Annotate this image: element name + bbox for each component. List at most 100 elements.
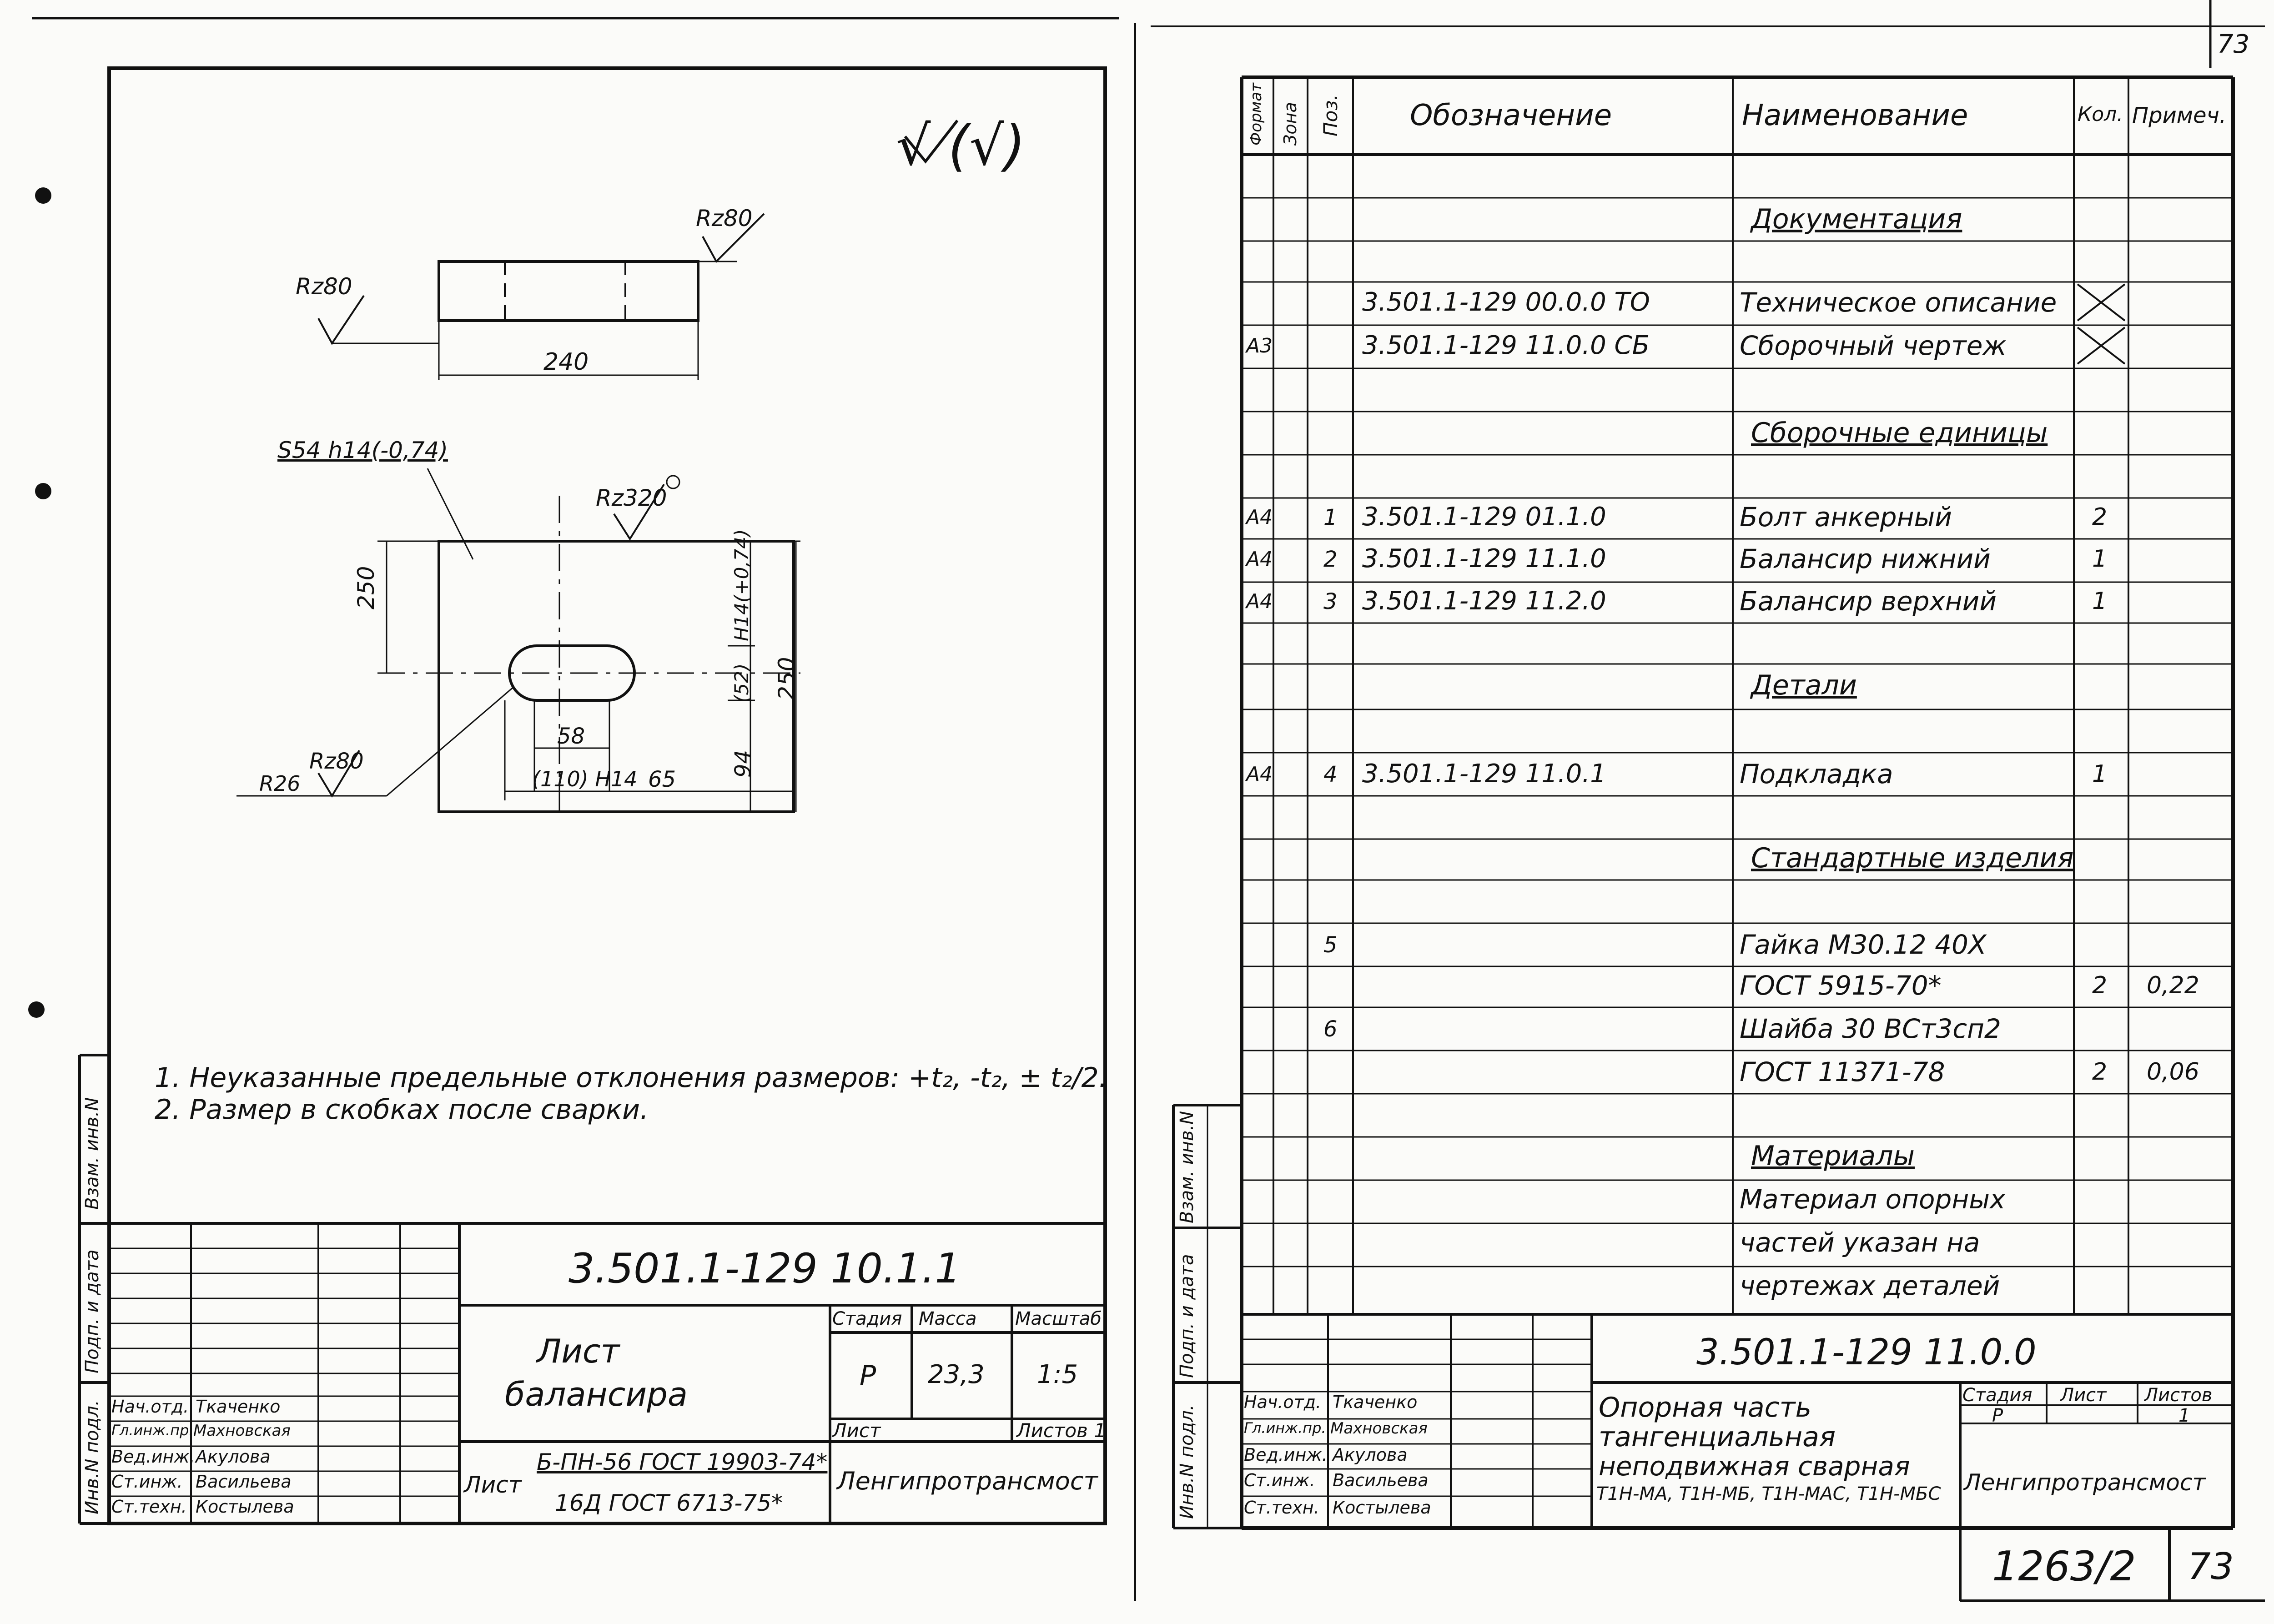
row-note: 0,06 xyxy=(2147,1058,2199,1086)
radius-r26: R26 xyxy=(259,771,301,796)
stage-value: Р xyxy=(860,1360,876,1392)
staff-name: Васильева xyxy=(196,1472,292,1492)
row-designation: 3.501.1-129 00.0.0 ТО xyxy=(1362,287,1650,317)
staff-name: Костылева xyxy=(1333,1498,1431,1518)
sheets-label: Листов 1 xyxy=(1016,1419,1106,1442)
row-position: 6 xyxy=(1323,1016,1338,1042)
roughness-center: Rz320 xyxy=(596,485,667,511)
row-name: Балансир нижний xyxy=(1740,543,1991,575)
left-doc-name-1: Лист xyxy=(537,1332,620,1370)
row-name: Гайка М30.12 40Х xyxy=(1740,929,1987,960)
staff-role: Гл.инж.пр. xyxy=(111,1422,194,1439)
album-number: 1263/2 xyxy=(1992,1543,2136,1590)
mass-value: 23,3 xyxy=(928,1360,985,1389)
row-quantity: 1 xyxy=(2092,588,2108,615)
header-format: Формат xyxy=(1247,83,1265,146)
scale-label: Масштаб xyxy=(1015,1308,1102,1329)
row-position: 5 xyxy=(1323,932,1338,958)
staff-role: Гл.инж.пр. xyxy=(1244,1419,1326,1437)
row-format: А4 xyxy=(1246,589,1273,613)
header-pos: Поз. xyxy=(1319,94,1342,136)
dimension-h14: H14(+0,74) xyxy=(730,529,753,641)
side-label-replace: Взам. инв.N xyxy=(1177,1111,1197,1223)
row-quantity: 2 xyxy=(2092,1058,2108,1086)
right-org-name: Ленгипротрансмост xyxy=(1964,1469,2206,1496)
note-1: 1. Неуказанные предельные отклонения раз… xyxy=(155,1062,1107,1094)
side-label-sign: Подп. и дата xyxy=(82,1249,103,1373)
row-format: А3 xyxy=(1246,334,1273,357)
row-name: Болт анкерный xyxy=(1740,502,1952,533)
staff-name: Васильева xyxy=(1333,1470,1429,1490)
row-section-heading: Сборочные единицы xyxy=(1751,417,2048,449)
right-doc-name-3: неподвижная сварная xyxy=(1599,1451,1910,1482)
staff-name: Махновская xyxy=(193,1422,291,1440)
row-section-heading: Детали xyxy=(1751,669,1857,701)
side-label-sign: Подп. и дата xyxy=(1177,1254,1197,1378)
row-note: 0,22 xyxy=(2147,972,2199,1000)
row-name: Шайба 30 ВСт3сп2 xyxy=(1740,1013,2001,1045)
material-prefix: Лист xyxy=(464,1472,522,1498)
right-doc-name-1: Опорная часть xyxy=(1599,1392,1811,1423)
staff-role: Ст.техн. xyxy=(1244,1498,1319,1518)
header-note: Примеч. xyxy=(2132,103,2227,128)
row-position: 2 xyxy=(1323,546,1338,572)
dimension-58: 58 xyxy=(557,724,585,749)
row-designation: 3.501.1-129 11.2.0 xyxy=(1362,586,1606,616)
right-stage-label: Стадия xyxy=(1962,1385,2033,1406)
header-qty: Кол. xyxy=(2078,103,2123,126)
thickness-note: S54 h14(-0,74) xyxy=(277,437,448,463)
row-format: А4 xyxy=(1246,547,1273,571)
row-name: Техническое описание xyxy=(1740,287,2057,318)
roughness-top-left: Rz80 xyxy=(296,273,352,300)
row-section-heading: Материалы xyxy=(1751,1140,1915,1172)
row-designation: 3.501.1-129 11.0.0 СБ xyxy=(1362,331,1650,361)
dimension-110: (110) H14 xyxy=(532,767,638,791)
left-doc-name-2: балансира xyxy=(505,1375,688,1413)
right-doc-code: 3.501.1-129 11.0.0 xyxy=(1696,1332,2037,1373)
row-section-heading: Документация xyxy=(1751,203,1962,235)
material-bottom: 16Д ГОСТ 6713-75* xyxy=(555,1490,783,1516)
staff-name: Ткаченко xyxy=(196,1397,281,1417)
row-format: А4 xyxy=(1246,505,1273,529)
row-name: Балансир верхний xyxy=(1740,586,1997,617)
right-doc-name-4: Т1Н-МА, Т1Н-МБ, Т1Н-МАС, Т1Н-МБС xyxy=(1596,1483,1941,1504)
roughness-slot: Rz80 xyxy=(309,749,364,774)
staff-role: Нач.отд. xyxy=(1244,1392,1322,1412)
org-name: Ленгипротрансмост xyxy=(837,1467,1098,1495)
row-name: Сборочный чертеж xyxy=(1740,330,2007,362)
dimension-240: 240 xyxy=(543,348,589,376)
stage-label: Стадия xyxy=(832,1308,902,1329)
row-name: ГОСТ 11371-78 xyxy=(1740,1056,1945,1088)
scale-value: 1:5 xyxy=(1037,1360,1078,1389)
row-name: Подкладка xyxy=(1740,759,1893,790)
right-sheet-label: Лист xyxy=(2060,1385,2107,1406)
staff-name: Ткаченко xyxy=(1333,1392,1418,1412)
header-designation: Обозначение xyxy=(1410,99,1612,132)
staff-name: Акулова xyxy=(1333,1445,1408,1465)
staff-role: Ст.инж. xyxy=(111,1472,183,1492)
row-position: 4 xyxy=(1323,761,1338,787)
row-section-heading: Стандартные изделия xyxy=(1751,842,2074,874)
staff-role: Вед.инж. xyxy=(111,1447,195,1467)
row-position: 3 xyxy=(1323,588,1338,614)
side-label-inv: Инв.N подл. xyxy=(1177,1404,1197,1519)
right-doc-name-2: тангенциальная xyxy=(1599,1421,1836,1453)
row-quantity: 1 xyxy=(2092,760,2108,788)
row-quantity: 1 xyxy=(2092,545,2108,573)
row-designation: 3.501.1-129 11.1.0 xyxy=(1362,544,1606,574)
row-quantity: 2 xyxy=(2092,972,2108,1000)
left-doc-code: 3.501.1-129 10.1.1 xyxy=(568,1245,961,1292)
page-number-corner: 73 xyxy=(2217,30,2250,59)
staff-name: Махновская xyxy=(1330,1419,1428,1438)
row-position: 1 xyxy=(1323,504,1338,530)
header-name: Наименование xyxy=(1742,99,1968,132)
dimension-250-left: 250 xyxy=(353,566,379,609)
staff-name: Акулова xyxy=(196,1447,271,1467)
right-sheets-value: 1 xyxy=(2178,1405,2190,1426)
material-top: Б-ПН-56 ГОСТ 19903-74* xyxy=(537,1449,828,1475)
roughness-top-right: Rz80 xyxy=(696,205,753,231)
staff-role: Ст.инж. xyxy=(1244,1470,1315,1490)
row-quantity: 2 xyxy=(2092,503,2108,531)
note-2: 2. Размер в скобках после сварки. xyxy=(155,1094,649,1126)
